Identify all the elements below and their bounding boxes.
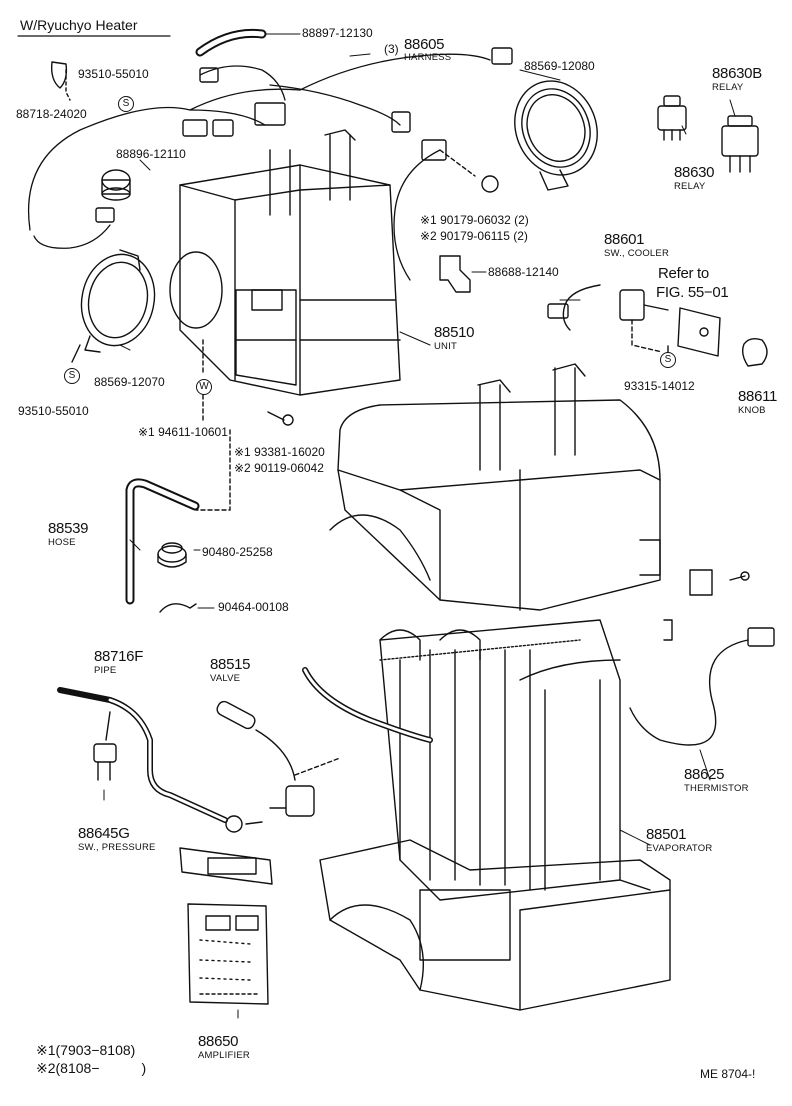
callout-88645g-name: SW., PRESSURE	[78, 842, 156, 853]
callout-93381: ※1 93381-16020	[234, 445, 325, 459]
legend-1: ※1(7903−8108)	[36, 1042, 136, 1058]
grommet-90480	[157, 542, 187, 568]
refer-to-figure: FIG. 55−01	[656, 284, 729, 301]
callout-93315: 93315-14012	[624, 379, 695, 393]
callout-88611-name: KNOB	[738, 405, 766, 416]
callout-93510-top: 93510-55010	[78, 67, 149, 81]
callout-90464: 90464-00108	[218, 600, 289, 614]
callout-88605-qty: (3)	[384, 42, 399, 56]
s-marker: S	[118, 96, 134, 112]
callout-90480: 90480-25258	[202, 545, 273, 559]
callout-88539: 88539	[48, 520, 89, 537]
callout-94611: ※1 94611-10601	[138, 425, 228, 439]
callout-88650: 88650	[198, 1033, 239, 1050]
lower-case	[319, 839, 671, 1011]
heater-unit-88510	[179, 129, 401, 396]
callout-88650-name: AMPLIFIER	[198, 1050, 250, 1061]
hose-88539	[125, 478, 200, 605]
ring-top	[514, 80, 598, 191]
callout-88539-name: HOSE	[48, 537, 76, 548]
callout-88625-name: THERMISTOR	[684, 783, 749, 794]
hose-top	[195, 28, 267, 57]
s-marker: S	[64, 368, 80, 384]
callout-88605-name: HARNESS	[404, 52, 452, 63]
nut-90179	[481, 175, 499, 193]
callout-88515: 88515	[210, 656, 251, 673]
callout-88569-top: 88569-12080	[524, 59, 595, 73]
cooler-switch	[547, 284, 669, 353]
upper-case	[329, 363, 713, 611]
callout-88716f-name: PIPE	[94, 665, 117, 676]
callout-88645g: 88645G	[78, 825, 130, 842]
blower-port	[169, 251, 223, 329]
screw-side	[729, 571, 750, 581]
pipe-88716f	[57, 687, 263, 833]
callout-88630b: 88630B	[712, 65, 762, 82]
callout-88601-name: SW., COOLER	[604, 248, 670, 259]
callout-90179-a: ※1 90179-06032 (2)	[420, 213, 529, 227]
page-title: W/Ryuchyo Heater	[20, 17, 138, 33]
callout-88510-name: UNIT	[434, 341, 457, 352]
callout-88896: 88896-12110	[116, 147, 186, 161]
knob-88611	[741, 337, 768, 367]
clip-small	[663, 619, 673, 641]
pressure-switch	[93, 711, 117, 781]
callout-90119: ※2 90119-06042	[234, 461, 324, 475]
callout-88601: 88601	[604, 231, 645, 248]
callout-88515-name: VALVE	[210, 673, 241, 684]
callout-88501-name: EVAPORATOR	[646, 843, 713, 854]
callout-88630b-name: RELAY	[712, 82, 744, 93]
thermistor	[629, 627, 775, 746]
callout-88630: 88630	[674, 164, 715, 181]
amplifier-board	[187, 903, 269, 1005]
legend-2: ※2(8108− )	[36, 1060, 147, 1076]
leader-lines	[103, 33, 736, 1019]
screw-93381	[267, 411, 294, 426]
resistor	[101, 169, 131, 201]
w-marker: W	[196, 379, 212, 395]
ring-bottom	[80, 249, 156, 353]
bracket-refer	[677, 307, 721, 357]
callout-88611: 88611	[738, 388, 778, 405]
callout-90179-b: ※2 90179-06115 (2)	[420, 229, 528, 243]
relay-88630	[657, 95, 687, 141]
callout-88688: 88688-12140	[488, 265, 559, 279]
harness-wires	[27, 53, 491, 281]
amplifier-cover	[179, 847, 273, 885]
callout-88716f: 88716F	[94, 648, 144, 665]
callout-88569-bot: 88569-12070	[94, 375, 165, 389]
evaporator	[379, 619, 621, 901]
callout-88630-name: RELAY	[674, 181, 706, 192]
refer-to-text: Refer to	[658, 265, 709, 282]
bracket-88688	[439, 255, 471, 293]
callout-88897: 88897-12130	[302, 26, 373, 40]
valve-88515	[216, 667, 433, 817]
callout-88718: 88718-24020	[16, 107, 87, 121]
callout-88605: 88605	[404, 36, 445, 53]
figure-code: ME 8704-!	[700, 1067, 756, 1081]
callout-93510-bot: 93510-55010	[18, 404, 89, 418]
callout-88510: 88510	[434, 324, 475, 341]
callout-88625: 88625	[684, 766, 725, 783]
clip-top	[50, 61, 68, 89]
callout-88501: 88501	[646, 826, 687, 843]
harness-connectors	[95, 47, 513, 223]
s-marker: S	[660, 352, 676, 368]
leader-dash-1	[439, 149, 476, 177]
clip-90464	[159, 603, 197, 613]
relay-88630b	[721, 115, 759, 173]
